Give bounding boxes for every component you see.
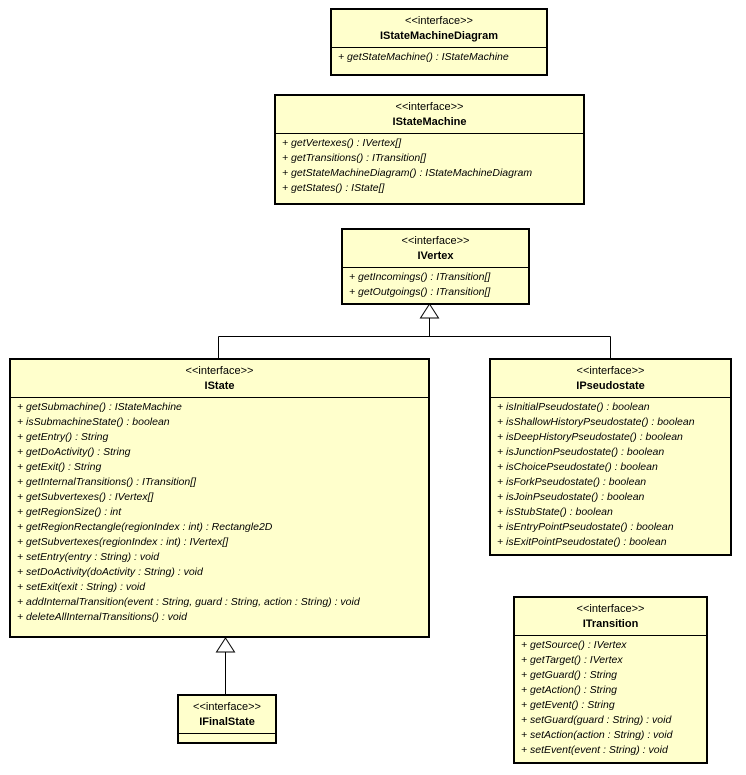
class-title: <<interface>> IStateMachineDiagram [332, 10, 546, 48]
method-item: + getEntry() : String [17, 431, 109, 443]
method-item: + isInitialPseudostate() : boolean [497, 401, 650, 413]
class-name: IFinalState [199, 716, 255, 728]
method-item: + isStubState() : boolean [497, 506, 613, 518]
class-stereotype: <<interface>> [401, 235, 470, 247]
methods-compartment: + getIncomings() : ITransition[] + getOut… [343, 268, 528, 303]
methods-compartment: + isInitialPseudostate() : boolean + isSh… [491, 398, 730, 554]
method-item: + getStateMachine() : IStateMachine [338, 51, 509, 63]
class-box-ifinalstate: <<interface>> IFinalState [177, 694, 277, 744]
method-item: + isSubmachineState() : boolean [17, 416, 170, 428]
method-item: + getTarget() : IVertex [521, 654, 623, 666]
method-item: + getStateMachineDiagram() : IStateMachi… [282, 167, 533, 179]
method-item: + getVertexes() : IVertex[] [282, 137, 402, 149]
method-item: + getTransitions() : ITransition[] [282, 152, 427, 164]
class-box-ivertex: <<interface>> IVertex + getIncomings() :… [341, 228, 530, 305]
method-item: + isJunctionPseudostate() : boolean [497, 446, 665, 458]
method-item: + setGuard(guard : String) : void [521, 714, 672, 726]
method-item: + getSource() : IVertex [521, 639, 627, 651]
method-item: + isExitPointPseudostate() : boolean [497, 536, 667, 548]
class-name: IState [204, 380, 235, 392]
class-box-ipseudostate: <<interface>> IPseudostate + isInitialPs… [489, 358, 732, 556]
class-title: <<interface>> IFinalState [179, 696, 275, 734]
class-name: IPseudostate [576, 380, 645, 392]
method-item: + isJoinPseudostate() : boolean [497, 491, 645, 503]
method-item: + getRegionRectangle(regionIndex : int) … [17, 521, 273, 533]
generalization-arrow-to-istate [215, 637, 236, 653]
method-item: + getSubvertexes(regionIndex : int) : IV… [17, 536, 229, 548]
class-title: <<interface>> IVertex [343, 230, 528, 268]
method-item: + isDeepHistoryPseudostate() : boolean [497, 431, 683, 443]
method-item: + getStates() : IState[] [282, 182, 385, 194]
method-item: + isForkPseudostate() : boolean [497, 476, 647, 488]
method-item: + getOutgoings() : ITransition[] [349, 286, 491, 298]
method-item: + setExit(exit : String) : void [17, 581, 146, 593]
method-item: + getRegionSize() : int [17, 506, 122, 518]
class-box-istate: <<interface>> IState + getSubmachine() :… [9, 358, 430, 638]
generalization-arrow-to-ivertex [419, 303, 440, 319]
class-title: <<interface>> IStateMachine [276, 96, 583, 134]
method-item: + isShallowHistoryPseudostate() : boolea… [497, 416, 695, 428]
class-box-istatemachinediagram: <<interface>> IStateMachineDiagram + get… [330, 8, 548, 76]
class-name: IVertex [417, 250, 454, 262]
methods-compartment [179, 734, 275, 742]
methods-compartment: + getVertexes() : IVertex[] + getTransiti… [276, 134, 583, 203]
methods-compartment: + getStateMachine() : IStateMachine [332, 48, 546, 74]
class-stereotype: <<interface>> [193, 701, 261, 713]
class-title: <<interface>> IPseudostate [491, 360, 730, 398]
method-item: + getExit() : String [17, 461, 102, 473]
method-item: + isChoicePseudostate() : boolean [497, 461, 658, 473]
method-item: + getAction() : String [521, 684, 618, 696]
method-item: + setEvent(event : String) : void [521, 744, 668, 756]
method-item: + setEntry(entry : String) : void [17, 551, 160, 563]
method-item: + setDoActivity(doActivity : String) : v… [17, 566, 203, 578]
class-box-istatemachine: <<interface>> IStateMachine + getVertexe… [274, 94, 585, 205]
method-item: + getDoActivity() : String [17, 446, 131, 458]
class-box-itransition: <<interface>> ITransition + getSource() … [513, 596, 708, 764]
method-item: + getGuard() : String [521, 669, 618, 681]
method-item: + getSubvertexes() : IVertex[] [17, 491, 154, 503]
method-item: + deleteAllInternalTransitions() : void [17, 611, 187, 623]
class-name: IStateMachineDiagram [380, 30, 498, 42]
class-title: <<interface>> ITransition [515, 598, 706, 636]
methods-compartment: + getSubmachine() : IStateMachine + isSub… [11, 398, 428, 636]
methods-compartment: + getSource() : IVertex + getTarget() : I… [515, 636, 706, 762]
method-item: + getSubmachine() : IStateMachine [17, 401, 182, 413]
class-stereotype: <<interface>> [576, 603, 645, 615]
class-title: <<interface>> IState [11, 360, 428, 398]
class-stereotype: <<interface>> [405, 15, 473, 27]
method-item: + addInternalTransition(event : String, … [17, 596, 360, 608]
class-name: ITransition [582, 618, 639, 630]
method-item: + setAction(action : String) : void [521, 729, 673, 741]
class-name: IStateMachine [392, 116, 467, 128]
method-item: + getInternalTransitions() : ITransition… [17, 476, 197, 488]
class-stereotype: <<interface>> [395, 101, 464, 113]
method-item: + getEvent() : String [521, 699, 615, 711]
class-stereotype: <<interface>> [576, 365, 645, 377]
method-item: + getIncomings() : ITransition[] [349, 271, 491, 283]
method-item: + isEntryPointPseudostate() : boolean [497, 521, 674, 533]
class-stereotype: <<interface>> [185, 365, 254, 377]
